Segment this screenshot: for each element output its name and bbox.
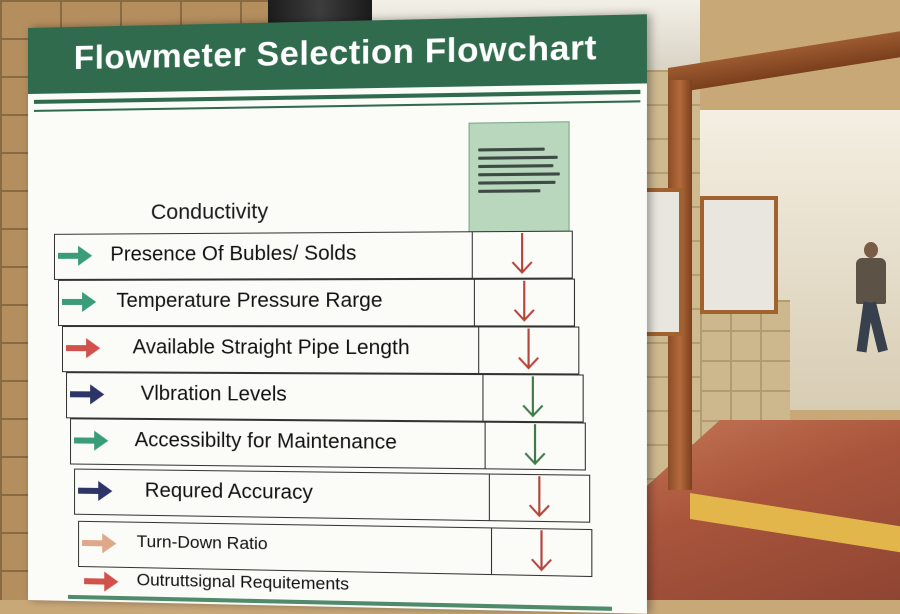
right-arrow-icon	[62, 291, 97, 312]
right-arrow-icon	[74, 430, 109, 451]
legend-text-line	[478, 172, 560, 177]
down-arrow-icon	[510, 233, 534, 275]
legend-box	[468, 121, 570, 233]
down-arrow-icon	[521, 376, 545, 418]
flowchart-row-label: Vlbration Levels	[140, 382, 287, 406]
person-torso	[856, 258, 886, 304]
person-walking	[852, 242, 888, 354]
flowchart-row-label: Presence Of Bubles/ Solds	[110, 242, 357, 266]
right-arrow-icon	[70, 384, 105, 405]
legend-text-line	[478, 189, 541, 193]
right-arrow-icon	[78, 480, 113, 502]
legend-text-line	[478, 147, 545, 152]
down-arrow-icon	[527, 476, 551, 518]
right-arrow-icon	[82, 533, 117, 554]
right-arrow-icon	[66, 338, 101, 359]
legend-text-line	[478, 155, 558, 160]
flowchart-row-label: Requred Accuracy	[144, 479, 313, 505]
down-arrow-icon	[512, 281, 536, 323]
flowchart-sign: Flowmeter Selection Flowchart Conductivi…	[28, 14, 647, 614]
down-arrow-icon	[517, 329, 541, 371]
down-arrow-icon	[523, 424, 547, 466]
flowchart-row-label: Temperature Pressure Rarge	[116, 289, 383, 312]
legend-text-line	[478, 180, 556, 185]
flowchart-row-label: Turn-Down Ratio	[136, 531, 268, 554]
sign-bottom-rule	[68, 594, 612, 611]
flowchart-row-label: Available Straight Pipe Length	[132, 336, 410, 360]
right-arrow-icon	[84, 571, 119, 592]
down-arrow-icon	[530, 530, 554, 572]
bulletin-board	[700, 196, 778, 314]
person-head	[864, 242, 878, 258]
legend-text-line	[478, 164, 554, 169]
flowchart-subtitle: Conductivity	[150, 199, 269, 225]
flowchart-row-label: Outruttsignal Requitements	[136, 570, 350, 594]
flowchart-row-label: Accessibilty for Maintenance	[134, 428, 397, 454]
wood-door-frame-top	[668, 31, 900, 94]
right-arrow-icon	[57, 245, 93, 266]
